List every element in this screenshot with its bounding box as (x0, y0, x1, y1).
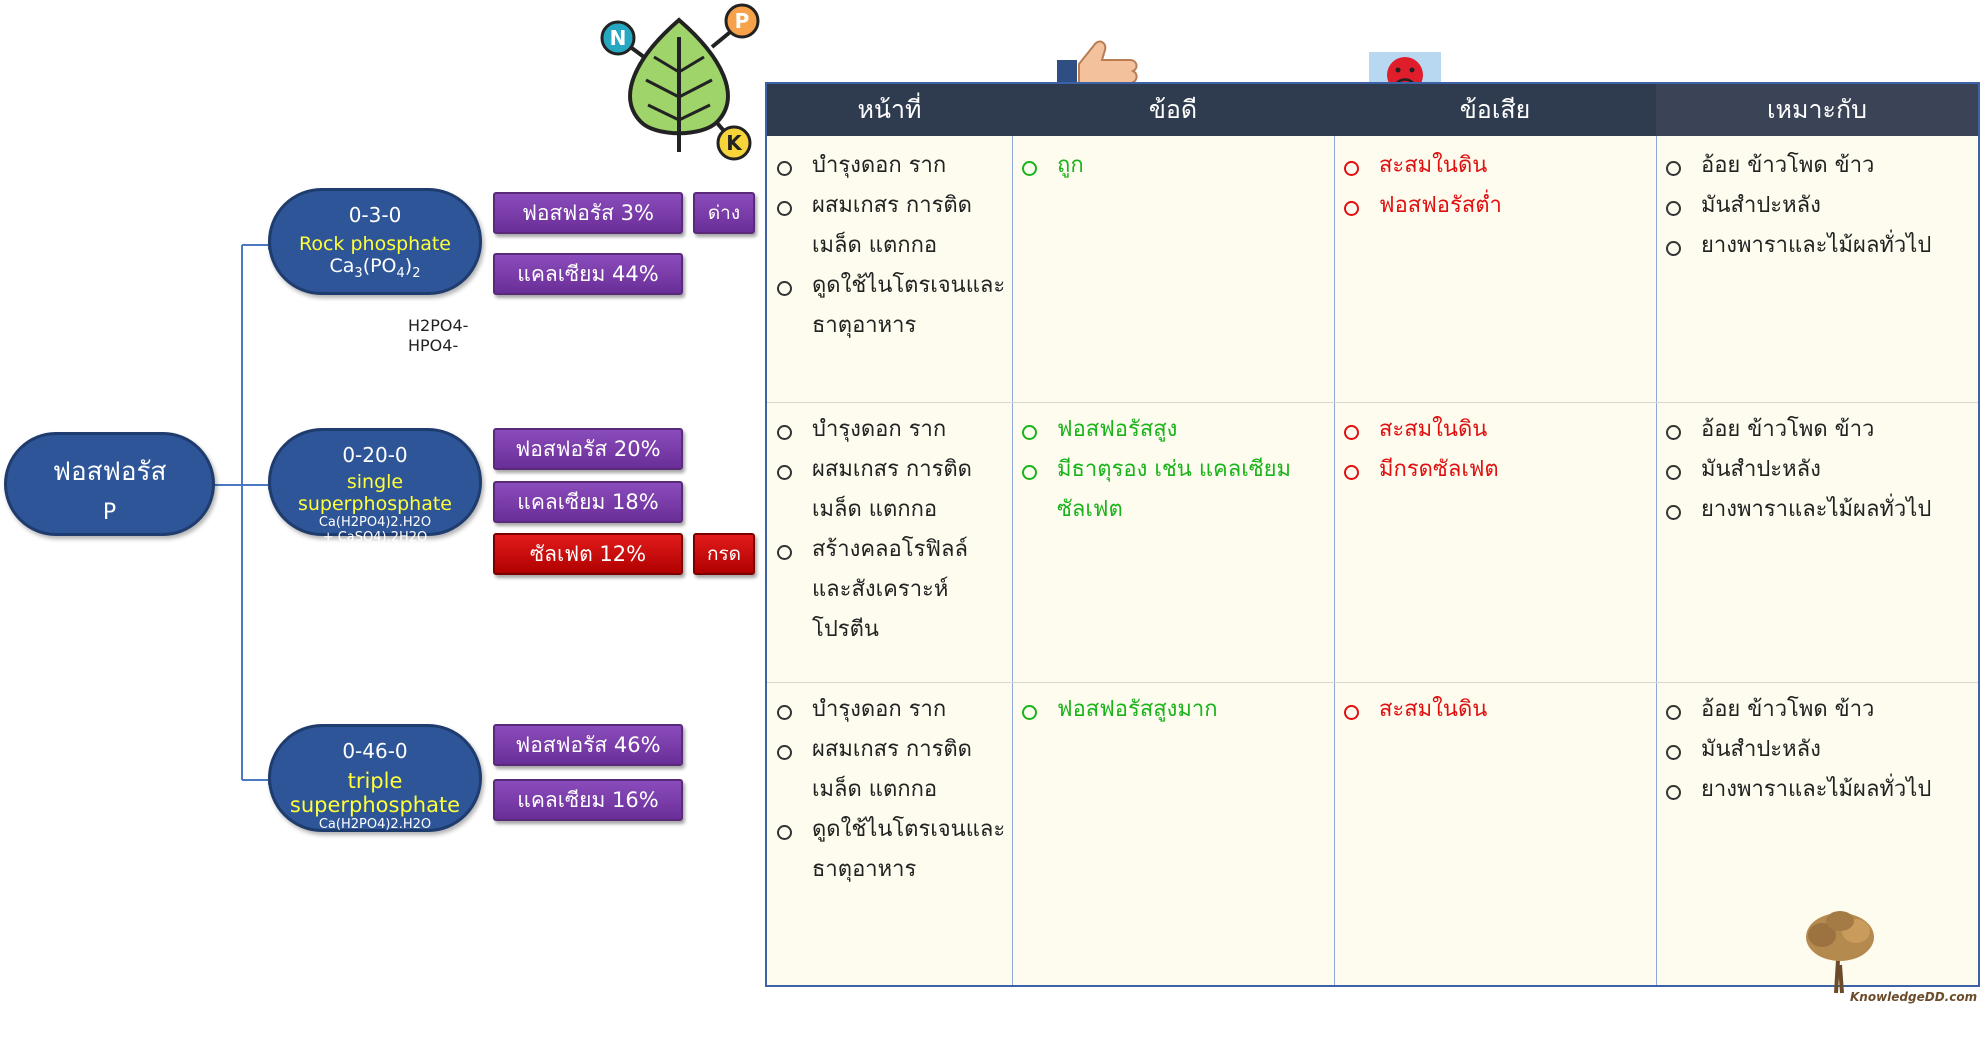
list-item: ยางพาราและไม้ผลทั่วไป (1656, 490, 1978, 530)
fertilizer-formula-line2: + CaSO4).2H2O (322, 530, 428, 545)
list-item: สะสมในดิน (1334, 410, 1652, 450)
root-node-phosphorus: ฟอสฟอรัส P (4, 432, 215, 536)
ion-list: H2PO4- HPO4- (408, 316, 468, 356)
comparison-table: หน้าที่ ข้อดี ข้อเสีย เหมาะกับ บำรุงดอก … (765, 82, 1980, 987)
table-row-3-suitable: อ้อย ข้าวโพด ข้าว มันสำปะหลัง ยางพาราและ… (1656, 690, 1978, 810)
header-pros: ข้อดี (1148, 95, 1198, 124)
table-row-2-suitable: อ้อย ข้าวโพด ข้าว มันสำปะหลัง ยางพาราและ… (1656, 410, 1978, 530)
list-item: ดูดใช้ไนโตรเจนและธาตุอาหาร (767, 810, 1007, 890)
fertilizer-name: triple superphosphate (289, 769, 461, 817)
ion-h2po4: H2PO4- (408, 316, 469, 335)
fertilizer-formula-line1: Ca(H2PO4)2.H2O (318, 817, 432, 832)
table-header: หน้าที่ ข้อดี ข้อเสีย เหมาะกับ (767, 84, 1978, 136)
fertilizer-code: 0-3-0 (348, 203, 402, 227)
table-row-3-pros: ฟอสฟอรัสสูงมาก (1012, 690, 1330, 730)
header-suitable: เหมาะกับ (1656, 84, 1978, 136)
tag-calcium-16: แคลเซียม 16% (493, 779, 683, 821)
list-item: อ้อย ข้าวโพด ข้าว (1656, 410, 1978, 450)
header-cons: ข้อเสีย (1459, 95, 1531, 124)
list-item: ผสมเกสร การติดเมล็ด แตกกอ (767, 186, 1007, 266)
fertilizer-name: Rock phosphate (299, 233, 451, 255)
list-item: สะสมในดิน (1334, 690, 1652, 730)
fertilizer-code: 0-20-0 (342, 443, 408, 467)
list-item: ผสมเกสร การติดเมล็ด แตกกอ (767, 730, 1007, 810)
tag-phosphorus-20: ฟอสฟอรัส 20% (493, 428, 683, 470)
tag-sulfate-12: ซัลเฟต 12% (493, 533, 683, 575)
fertilizer-formula-line1: Ca(H2PO4)2.H2O (318, 515, 432, 530)
table-row-1-cons: สะสมในดิน ฟอสฟอรัสต่ำ (1334, 146, 1652, 226)
list-item: ฟอสฟอรัสสูงมาก (1012, 690, 1330, 730)
fertilizer-node-rock-phosphate: 0-3-0 Rock phosphate Ca3(PO4)2 (268, 188, 482, 295)
table-row-1-duty: บำรุงดอก ราก ผสมเกสร การติดเมล็ด แตกกอ ด… (767, 146, 1007, 346)
table-row-2-duty: บำรุงดอก ราก ผสมเกสร การติดเมล็ด แตกกอ ส… (767, 410, 1007, 650)
header-duty: หน้าที่ (857, 95, 922, 124)
tag-acid: กรด (693, 533, 755, 575)
list-item: ผสมเกสร การติดเมล็ด แตกกอ (767, 450, 1007, 530)
table-row-2-pros: ฟอสฟอรัสสูง มีธาตุรอง เช่น แคลเซียมซัลเฟ… (1012, 410, 1330, 530)
list-item: อ้อย ข้าวโพด ข้าว (1656, 146, 1978, 186)
list-item: ยางพาราและไม้ผลทั่วไป (1656, 226, 1978, 266)
tree-logo-icon (1806, 911, 1874, 994)
npk-leaf-icon: N P K (600, 3, 760, 161)
fertilizer-formula: Ca3(PO4)2 (329, 255, 421, 281)
list-item: อ้อย ข้าวโพด ข้าว (1656, 690, 1978, 730)
tag-calcium-18: แคลเซียม 18% (493, 481, 683, 523)
tag-calcium-44: แคลเซียม 44% (493, 253, 683, 295)
table-row-3-cons: สะสมในดิน (1334, 690, 1652, 730)
list-item: มีกรดซัลเฟต (1334, 450, 1652, 490)
list-item: ฟอสฟอรัสสูง (1012, 410, 1330, 450)
list-item: ดูดใช้ไนโตรเจนและธาตุอาหาร (767, 266, 1007, 346)
table-row-1-pros: ถูก (1012, 146, 1330, 186)
tag-alkaline: ด่าง (693, 192, 755, 234)
column-divider (1656, 136, 1657, 985)
icon-label-k: K (726, 131, 743, 155)
list-item: มันสำปะหลัง (1656, 186, 1978, 226)
list-item: บำรุงดอก ราก (767, 146, 1007, 186)
table-row-2-cons: สะสมในดิน มีกรดซัลเฟต (1334, 410, 1652, 490)
root-symbol: P (102, 500, 117, 525)
table-row-3-duty: บำรุงดอก ราก ผสมเกสร การติดเมล็ด แตกกอ ด… (767, 690, 1007, 890)
tag-phosphorus-3: ฟอสฟอรัส 3% (493, 192, 683, 234)
list-item: สร้างคลอโรฟิลล์และสังเคราะห์โปรตีน (767, 530, 1007, 650)
list-item: บำรุงดอก ราก (767, 410, 1007, 450)
list-item: บำรุงดอก ราก (767, 690, 1007, 730)
icon-label-p: P (735, 9, 750, 33)
list-item: ฟอสฟอรัสต่ำ (1334, 186, 1652, 226)
fertilizer-name: single superphosphate (297, 471, 452, 515)
row-divider (767, 682, 1978, 683)
icon-label-n: N (610, 26, 627, 50)
list-item: ถูก (1012, 146, 1330, 186)
fertilizer-code: 0-46-0 (342, 739, 408, 763)
tag-phosphorus-46: ฟอสฟอรัส 46% (493, 724, 683, 766)
watermark: KnowledgeDD.com (1850, 990, 1978, 1004)
fertilizer-node-triple-superphosphate: 0-46-0 triple superphosphate Ca(H2PO4)2.… (268, 724, 482, 832)
fertilizer-node-single-superphosphate: 0-20-0 single superphosphate Ca(H2PO4)2.… (268, 428, 482, 545)
table-row-1-suitable: อ้อย ข้าวโพด ข้าว มันสำปะหลัง ยางพาราและ… (1656, 146, 1978, 266)
list-item: ยางพาราและไม้ผลทั่วไป (1656, 770, 1978, 810)
column-divider (1012, 136, 1013, 985)
list-item: มันสำปะหลัง (1656, 730, 1978, 770)
root-title: ฟอสฟอรัส (52, 457, 167, 487)
list-item: มีธาตุรอง เช่น แคลเซียมซัลเฟต (1012, 450, 1330, 530)
list-item: สะสมในดิน (1334, 146, 1652, 186)
column-divider (1334, 136, 1335, 985)
ion-hpo4: HPO4- (408, 336, 459, 355)
list-item: มันสำปะหลัง (1656, 450, 1978, 490)
row-divider (767, 402, 1978, 403)
